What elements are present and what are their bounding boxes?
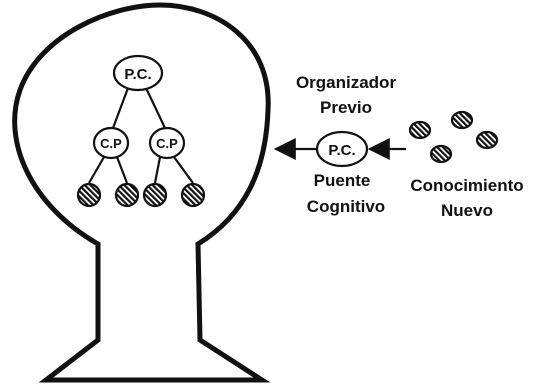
- bridge-node: P.C.: [315, 130, 369, 168]
- leaf-nodes: [76, 182, 206, 208]
- leaf-node: [76, 182, 102, 208]
- new-knowledge-label-line2: Nuevo: [441, 201, 493, 220]
- leaf-node: [180, 182, 206, 208]
- leaf-node: [114, 182, 140, 208]
- child-node-right: C.P: [148, 126, 186, 160]
- tree-connectors: [88, 87, 194, 184]
- top-concept-node: P.C.: [112, 54, 164, 92]
- head-silhouette: [12, 2, 271, 383]
- new-knowledge-particles: [408, 110, 499, 164]
- child-node-left: C.P: [92, 126, 130, 160]
- bridge-label-line1: Puente: [314, 171, 371, 190]
- child-node-label: C.P: [100, 136, 122, 151]
- organizer-label-line1: Organizador: [296, 73, 397, 92]
- bridge-node-label: P.C.: [328, 142, 355, 159]
- leaf-node: [142, 182, 168, 208]
- new-knowledge-label-line1: Conocimiento: [410, 176, 523, 195]
- knowledge-particle: [408, 120, 432, 140]
- knowledge-particle: [429, 144, 453, 164]
- child-node-label: C.P: [156, 136, 178, 151]
- top-concept-label: P.C.: [124, 66, 151, 83]
- knowledge-particle: [450, 110, 474, 130]
- bridge-label-line2: Cognitivo: [307, 197, 385, 216]
- organizer-label-line2: Previo: [320, 98, 372, 117]
- knowledge-particle: [475, 130, 499, 150]
